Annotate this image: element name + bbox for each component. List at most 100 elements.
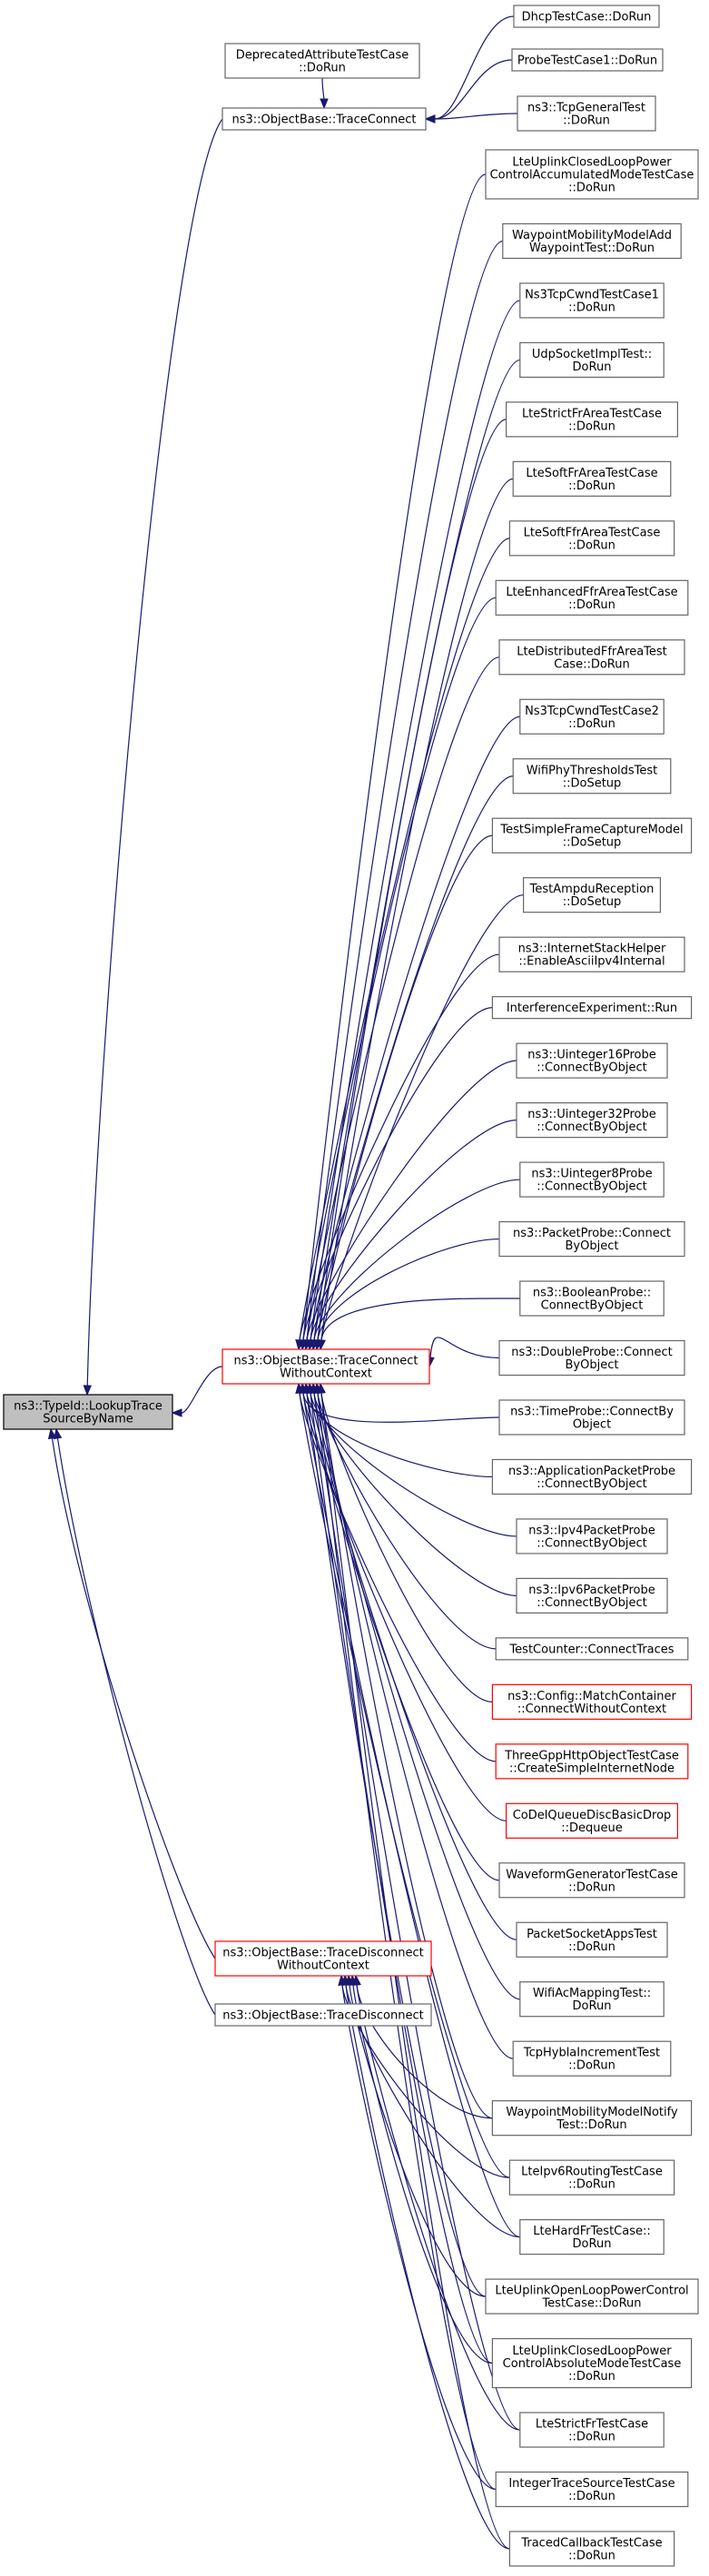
edge-line: [306, 1060, 517, 1341]
node-w15[interactable]: InterferenceExperiment::Run: [491, 996, 693, 1020]
node-box: [508, 2159, 675, 2196]
node-td[interactable]: ns3::ObjectBase::TraceDisconnect: [214, 2003, 432, 2027]
edge-c3-to-tc: [424, 113, 518, 123]
node-label: TestCase::DoRun: [541, 2297, 641, 2311]
edge-w32-to-tcw: [310, 1382, 520, 2000]
edge-w41-to-tcw: [317, 1382, 510, 2550]
node-w12[interactable]: TestSimpleFrameCaptureModel::DoSetup: [491, 817, 693, 854]
node-c2[interactable]: ProbeTestCase1::DoRun: [511, 48, 664, 72]
node-label: ns3::TcpGeneralTest: [527, 102, 645, 115]
edge-line: [302, 173, 487, 1341]
edge-dep-to-tc: [320, 77, 329, 110]
node-w2[interactable]: WaypointMobilityModelAddWaypointTest::Do…: [502, 222, 682, 260]
node-tdw[interactable]: ns3::ObjectBase::TraceDisconnectWithoutC…: [214, 1940, 432, 1977]
node-w24[interactable]: ns3::Ipv4PacketProbe::ConnectByObject: [516, 1518, 668, 1554]
node-w3[interactable]: Ns3TcpCwndTestCase1::DoRun: [519, 282, 665, 319]
node-box: [519, 1280, 665, 1317]
node-tc[interactable]: ns3::ObjectBase::TraceConnect: [222, 107, 427, 131]
node-c3[interactable]: ns3::TcpGeneralTest::DoRun: [517, 95, 656, 132]
node-w27[interactable]: ns3::Config::MatchContainer::ConnectWith…: [491, 1683, 693, 1720]
node-w41[interactable]: TracedCallbackTestCase::DoRun: [508, 2531, 675, 2567]
node-c1[interactable]: DhcpTestCase::DoRun: [513, 5, 660, 28]
node-w1[interactable]: LteUplinkClosedLoopPowerControlAccumulat…: [485, 149, 699, 200]
edge-line: [313, 1179, 520, 1341]
node-label: ::EnableAsciiIpv4Internal: [518, 955, 665, 969]
node-w18[interactable]: ns3::Uinteger8Probe::ConnectByObject: [519, 1161, 665, 1198]
node-label: ::ConnectByObject: [537, 1536, 646, 1550]
node-w35[interactable]: LteIpv6RoutingTestCase::DoRun: [508, 2159, 675, 2196]
node-w8[interactable]: LteEnhancedFfrAreaTestCase::DoRun: [495, 579, 689, 616]
node-label: DhcpTestCase::DoRun: [522, 11, 652, 25]
node-label: ThreeGppHttpObjectTestCase: [504, 1749, 679, 1762]
node-box: [498, 936, 685, 972]
node-label: ns3::BooleanProbe::: [533, 1287, 651, 1300]
edge-line: [320, 1392, 493, 2119]
node-label: ns3::Ipv4PacketProbe: [528, 1524, 655, 1537]
node-w13[interactable]: TestAmpduReception::DoSetup: [522, 877, 661, 913]
node-w28[interactable]: ThreeGppHttpObjectTestCase::CreateSimple…: [495, 1743, 689, 1780]
node-w7[interactable]: LteSoftFfrAreaTestCase::DoRun: [508, 520, 675, 557]
node-tcw[interactable]: ns3::ObjectBase::TraceConnectWithoutCont…: [222, 1348, 430, 1385]
node-w38[interactable]: LteUplinkClosedLoopPowerControlAbsoluteM…: [491, 2337, 693, 2389]
edge-c2-to-tc: [424, 59, 513, 123]
node-w6[interactable]: LteSoftFrAreaTestCase::DoRun: [512, 460, 672, 497]
node-w20[interactable]: ns3::BooleanProbe::ConnectByObject: [519, 1280, 665, 1317]
node-label: SourceByName: [43, 1413, 133, 1426]
node-w14[interactable]: ns3::InternetStackHelper::EnableAsciiIpv…: [498, 936, 685, 972]
node-w21[interactable]: ns3::DoubleProbe::ConnectByObject: [498, 1339, 685, 1377]
edge-w6-to-tcw: [317, 478, 514, 1351]
node-w40[interactable]: IntegerTraceSourceTestCase::DoRun: [495, 2471, 689, 2508]
node-label: ::ConnectByObject: [537, 1596, 646, 1610]
node-w36[interactable]: LteHardFrTestCase::DoRun: [519, 2219, 665, 2255]
edge-w16-to-tcw: [302, 1060, 517, 1351]
node-w33[interactable]: TcpHyblaIncrementTest::DoRun: [512, 2040, 672, 2077]
node-label: LteStrictFrTestCase: [536, 2418, 648, 2432]
edge-w38-to-tcw: [306, 1382, 493, 2364]
node-w32[interactable]: WifiAcMappingTest::DoRun: [519, 1981, 665, 2018]
node-label: LteHardFrTestCase::: [533, 2225, 651, 2238]
node-w17[interactable]: ns3::Uinteger32Probe::ConnectByObject: [516, 1101, 668, 1139]
node-w11[interactable]: WifiPhyThresholdsTest::DoSetup: [512, 758, 672, 795]
node-label: ByObject: [566, 1358, 619, 1372]
node-label: ::DoRun: [568, 717, 615, 731]
arrowhead: [53, 1427, 63, 1440]
arrowhead: [47, 1427, 57, 1440]
node-box: [519, 2219, 665, 2255]
node-w23[interactable]: ns3::ApplicationPacketProbe::ConnectByOb…: [491, 1458, 693, 1495]
node-label: ns3::InternetStackHelper: [518, 943, 666, 956]
node-label: ns3::Uinteger8Probe: [531, 1168, 652, 1181]
node-label: TestCounter::ConnectTraces: [508, 1643, 674, 1656]
node-box: [516, 1101, 668, 1139]
node-box: [214, 2003, 432, 2027]
node-w10[interactable]: Ns3TcpCwndTestCase2::DoRun: [519, 698, 665, 735]
node-label: ns3::TypeId::LookupTrace: [14, 1400, 162, 1414]
node-dep[interactable]: DeprecatedAttributeTestCase::DoRun: [224, 43, 420, 79]
node-w37[interactable]: LteUplinkOpenLoopPowerControlTestCase::D…: [485, 2278, 699, 2314]
node-label: ns3::TimeProbe::ConnectBy: [510, 1405, 674, 1418]
node-w19[interactable]: ns3::PacketProbe::ConnectByObject: [498, 1220, 685, 1258]
node-w29[interactable]: CoDelQueueDiscBasicDrop::Dequeue: [505, 1802, 678, 1839]
node-w16[interactable]: ns3::Uinteger16Probe::ConnectByObject: [516, 1042, 668, 1079]
arrowhead: [171, 1408, 182, 1417]
node-box: [508, 2531, 675, 2567]
node-w22[interactable]: ns3::TimeProbe::ConnectByObject: [498, 1399, 685, 1436]
node-w26[interactable]: TestCounter::ConnectTraces: [495, 1637, 689, 1661]
node-w5[interactable]: LteStrictFrAreaTestCase::DoRun: [505, 401, 678, 438]
node-w30[interactable]: WaveformGeneratorTestCase::DoRun: [498, 1862, 685, 1899]
edge-w5-to-tcw: [313, 419, 507, 1351]
node-box: [214, 1940, 432, 1977]
edge-line: [320, 1392, 510, 2550]
node-w31[interactable]: PacketSocketAppsTest::DoRun: [516, 1921, 668, 1958]
node-w39[interactable]: LteStrictFrTestCase::DoRun: [519, 2412, 665, 2448]
edge-line: [429, 1337, 500, 1359]
node-w4[interactable]: UdpSocketImplTest::DoRun: [519, 341, 665, 379]
edge-line: [306, 240, 503, 1341]
arrowhead: [317, 1339, 326, 1351]
edge-tdw-to-root: [47, 1427, 216, 1959]
edge-tcw-to-root: [171, 1366, 223, 1417]
node-w25[interactable]: ns3::Ipv6PacketProbe::ConnectByObject: [516, 1577, 668, 1614]
edge-line: [51, 1437, 216, 1959]
